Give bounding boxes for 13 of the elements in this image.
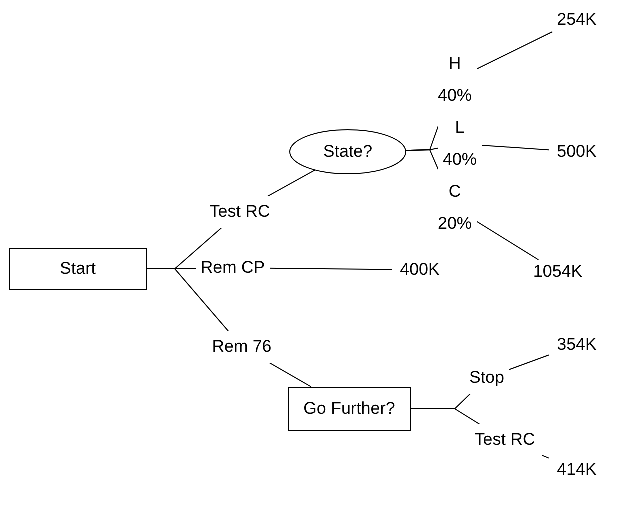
payoff-value: 354K bbox=[557, 335, 597, 355]
payoff-value: 254K bbox=[557, 10, 597, 30]
payoff-value: 500K bbox=[557, 142, 597, 162]
decision-ellipse bbox=[290, 130, 406, 174]
start-box bbox=[9, 248, 147, 290]
node-label: Go Further? bbox=[304, 399, 396, 419]
payoff-value: 414K bbox=[557, 460, 597, 480]
payoff-value: 400K bbox=[400, 260, 440, 280]
node-label: State? bbox=[323, 142, 373, 162]
edge-label: L 40% bbox=[438, 112, 482, 176]
payoff-value: 1054K bbox=[533, 262, 583, 282]
node-label: Start bbox=[60, 259, 96, 279]
decision-box bbox=[288, 387, 411, 431]
